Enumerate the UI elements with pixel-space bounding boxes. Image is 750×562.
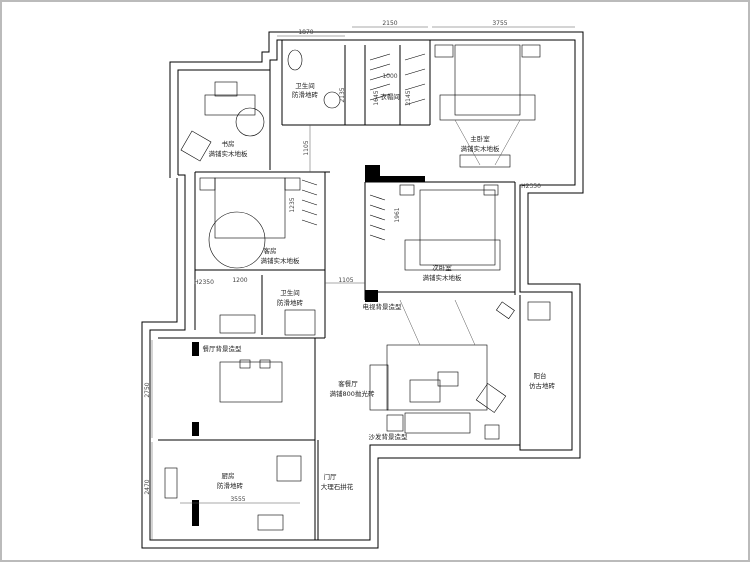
foyer-floor: 大理石拼花 [321,482,354,491]
black-columns [192,165,425,526]
dim-1961: 1961 [394,207,401,222]
dim-2750: 2750 [144,382,151,397]
dim-1105-horizontal: 1105 [338,277,353,284]
tv-wall-label: 电视背景造型 [363,302,403,311]
study-name: 书房 [222,139,235,148]
dim-3755: 3755 [492,20,507,27]
dining-wall-label: 餐厅背景造型 [203,344,243,353]
balcony-name: 阳台 [534,371,547,380]
master-name: 主卧室 [470,134,490,143]
dim-1870: 1870 [298,29,313,36]
dim-1200: 1200 [232,277,247,284]
study-floor: 满铺实木地板 [209,149,249,158]
guest-name: 客房 [264,246,277,255]
dim-1000: 1000 [382,73,397,80]
dim-1105-vertical: 1105 [303,140,310,155]
dimensions: 1870 2150 3755 1000 2135 2145 1645 1105 … [144,20,575,540]
sofa-wall-label: 沙发背景造型 [369,432,409,441]
bath-mid-name: 卫生间 [280,288,300,297]
dim-1235: 1235 [289,197,296,212]
bath-top-floor: 防滑地砖 [292,90,319,99]
furniture [164,44,551,531]
room-labels: 书房 满铺实木地板 卫生间 防滑地砖 衣帽间 主卧室 满铺实木地板 客房 满铺实… [203,81,556,491]
bath-mid-floor: 防滑地砖 [277,298,304,307]
foyer-name: 门厅 [324,472,338,481]
balcony-floor: 仿古地砖 [529,381,556,390]
dim-2145: 2145 [405,90,412,105]
dim-3555: 3555 [230,496,245,503]
bath-top-name: 卫生间 [295,81,315,90]
kitchen-name: 厨房 [222,471,235,480]
second-floor: 满铺实木地板 [423,273,463,282]
living-name: 客餐厅 [338,379,358,388]
closet-name: 衣帽间 [380,92,400,101]
height-right: H2350 [521,183,541,190]
living-floor: 满铺800抛光砖 [330,389,375,398]
walls [141,31,584,549]
master-floor: 满铺实木地板 [461,144,501,153]
height-left: H2350 [194,279,214,286]
dim-1645: 1645 [373,90,380,105]
dim-2470: 2470 [144,479,151,494]
dim-2135: 2135 [339,87,346,102]
dim-2150: 2150 [382,20,397,27]
kitchen-floor: 防滑地砖 [217,481,244,490]
second-name: 次卧室 [432,263,452,272]
guest-floor: 满铺实木地板 [261,256,301,265]
